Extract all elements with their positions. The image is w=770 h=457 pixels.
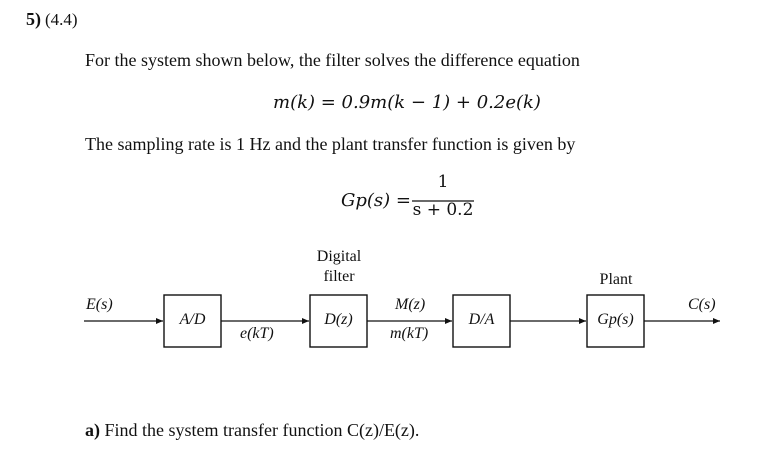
problem-number: 5) (26, 9, 41, 29)
da-block (452, 294, 511, 348)
plant-block-label: Gp(s) (597, 311, 634, 328)
question-a-label: a) (85, 420, 100, 440)
ekt-label: e(kT) (240, 325, 274, 342)
mkt-label: m(kT) (390, 325, 429, 342)
mz-label: M(z) (395, 296, 426, 313)
digital-label: Digital (316, 248, 362, 265)
da-block-label: D/A (468, 311, 495, 328)
question-a: a) Find the system transfer function C(z… (85, 420, 419, 441)
question-a-text: Find the system transfer function C(z)/E… (104, 420, 420, 440)
filter-block-label: D(z) (324, 311, 353, 328)
sampling-text: The sampling rate is 1 Hz and the plant … (85, 134, 576, 154)
problem-header: 5) (4.4) (26, 9, 78, 30)
problem-points: (4.4) (45, 10, 78, 29)
ad-block-label: A/D (179, 311, 206, 328)
input-signal-label: E(s) (86, 296, 113, 313)
intro-text: For the system shown below, the filter s… (85, 50, 580, 70)
plant-label: Plant (599, 271, 633, 288)
transfer-function-lhs: Gp(s) = (341, 190, 411, 211)
transfer-function-numerator: 1 (437, 172, 449, 192)
filter-label: filter (323, 268, 355, 285)
output-signal-label: C(s) (688, 296, 716, 313)
transfer-function-denominator: s + 0.2 (412, 200, 474, 220)
difference-equation: m(k) = 0.9m(k − 1) + 0.2e(k) (273, 92, 541, 113)
